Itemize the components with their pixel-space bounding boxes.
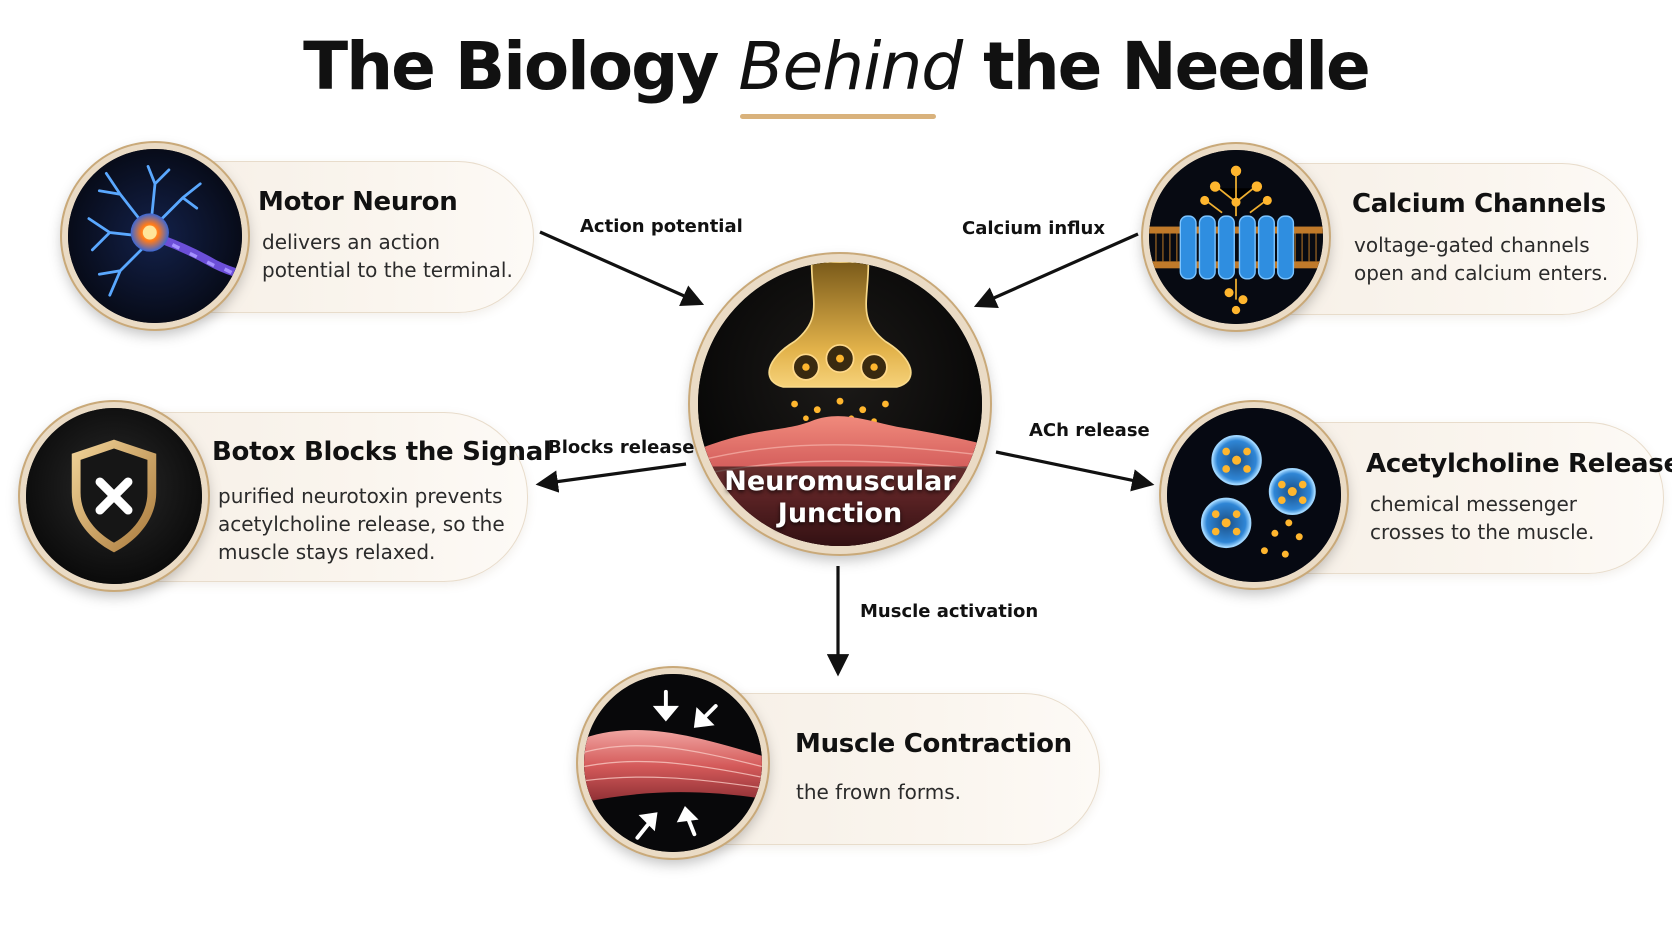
shield-x-icon: [20, 402, 208, 590]
arrow-blocks-release: [535, 462, 687, 493]
title-underline: [740, 114, 936, 119]
muscle-desc: the frown forms.: [796, 780, 962, 804]
neuron-icon: [62, 143, 248, 329]
page-title: The Biology Behind the Needle: [0, 22, 1672, 112]
ion-channel-icon: [1143, 144, 1329, 330]
connector-label-muscle-activation: Muscle activation: [860, 601, 1039, 622]
muscle-title: Muscle Contraction: [795, 729, 1072, 759]
connector-label-calcium-influx: Calcium influx: [962, 218, 1105, 239]
hub-label: Neuromuscular Junction: [724, 466, 956, 529]
botox-desc: purified neurotoxin prevents acetylcholi…: [218, 484, 505, 564]
calcium-channels-title: Calcium Channels: [1352, 189, 1606, 219]
muscle-fiber-icon: [578, 668, 768, 858]
arrow-ach-release: [995, 450, 1155, 492]
arrow-action-potential: [539, 230, 705, 306]
connector-label-blocks-release: Blocks release: [548, 437, 695, 458]
botox-title: Botox Blocks the Signal: [212, 437, 552, 467]
vesicle-icon: [1161, 402, 1347, 588]
title-emphasis: Behind: [738, 28, 963, 105]
arrow-calcium-influx: [973, 232, 1139, 308]
title-part-2: the Needle: [962, 28, 1371, 105]
calcium-channels-desc: voltage-gated channels open and calcium …: [1354, 233, 1609, 285]
connector-label-action-potential: Action potential: [580, 216, 743, 237]
motor-neuron-title: Motor Neuron: [258, 187, 458, 217]
connector-label-ach-release: ACh release: [1029, 420, 1150, 441]
motor-neuron-desc: delivers an action potential to the term…: [262, 230, 513, 282]
acetylcholine-title: Acetylcholine Release: [1366, 449, 1672, 479]
acetylcholine-desc: chemical messenger crosses to the muscle…: [1370, 492, 1595, 544]
title-part-1: The Biology: [303, 28, 739, 105]
